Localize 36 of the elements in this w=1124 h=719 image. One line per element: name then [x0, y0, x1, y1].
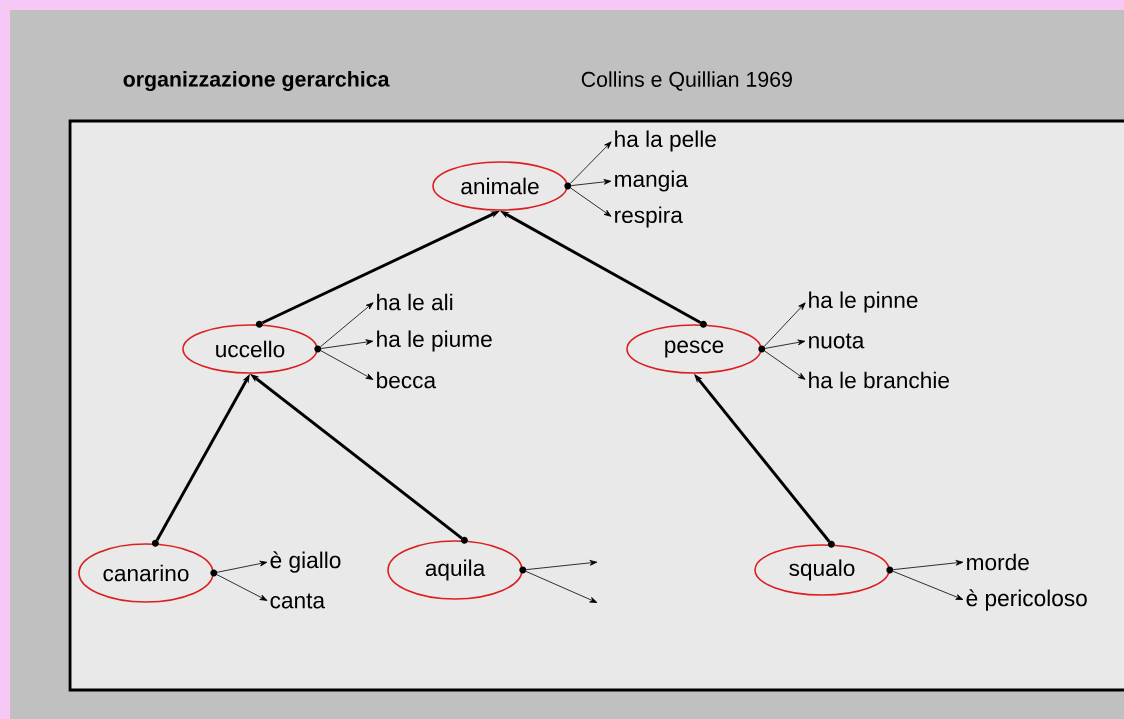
arrow — [892, 560, 964, 571]
property-text: morde — [967, 553, 1029, 571]
arrow — [570, 187, 612, 217]
arrow — [525, 560, 598, 571]
property-text: respira — [615, 206, 683, 228]
property-text: è giallo — [270, 551, 341, 573]
arrow — [569, 141, 612, 184]
ellipse-node: squalo — [754, 544, 890, 596]
property-text: ha le branchie — [809, 371, 949, 389]
arrow — [320, 350, 374, 380]
ellipse-node: pesce — [626, 324, 762, 374]
property-text: ha la pelle — [615, 130, 716, 152]
arrow — [320, 339, 374, 349]
property-text: ha le piume — [377, 330, 492, 352]
arrow — [764, 350, 806, 380]
arrow — [320, 302, 374, 348]
ellipse-node: uccello — [182, 324, 318, 374]
ellipse-node: animale — [432, 161, 568, 211]
arrow — [525, 571, 598, 603]
arrow — [763, 302, 806, 347]
ellipse-node: aquila — [387, 540, 523, 600]
property-text: canta — [270, 593, 326, 609]
property-text: ha le pinne — [809, 291, 918, 313]
property-text: ha le ali — [377, 293, 453, 311]
arrow — [216, 574, 268, 601]
property-text: nuota — [809, 333, 865, 349]
ellipse-node: canarino — [78, 543, 214, 603]
citation: Collins e Quillian 1969 — [581, 71, 792, 91]
property-text: è pericoloso — [966, 589, 1087, 611]
arrow — [764, 339, 806, 349]
title: organizzazione gerarchica — [123, 71, 390, 91]
property-text: mangia — [615, 170, 688, 192]
arrow — [216, 560, 268, 573]
arrow — [570, 179, 612, 186]
arrow — [892, 570, 964, 600]
property-text: becca — [377, 371, 437, 389]
